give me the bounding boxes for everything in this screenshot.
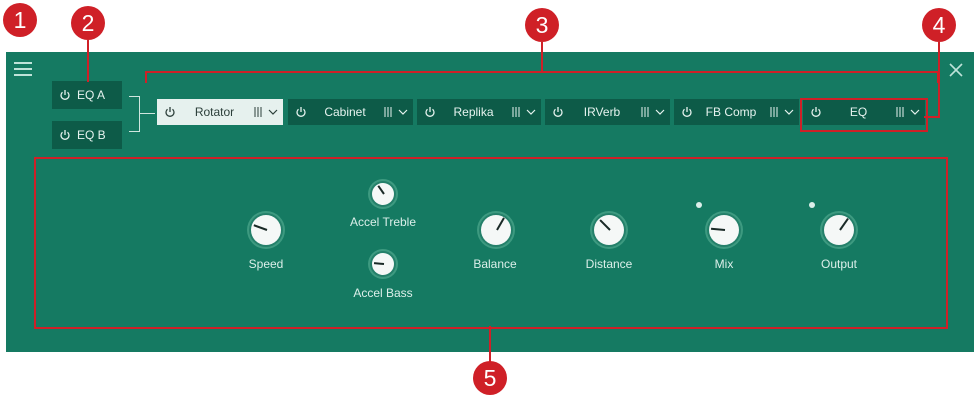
callout-5: 5 (473, 361, 507, 395)
callout-2-leader (87, 40, 89, 82)
accel-treble-knob[interactable] (372, 183, 394, 205)
callout-3-bracket-left (145, 71, 147, 83)
callout-4: 4 (922, 8, 956, 42)
output-mod-indicator[interactable] (809, 202, 815, 208)
close-icon[interactable] (946, 60, 966, 80)
grip-icon[interactable] (769, 106, 779, 118)
power-icon (811, 107, 821, 117)
fx-slot-label: EQ (849, 105, 868, 119)
power-icon (60, 130, 70, 140)
fx-slot-6[interactable]: EQ (803, 99, 925, 125)
grip-icon[interactable] (253, 106, 263, 118)
fx-slot-2[interactable]: Cabinet (288, 99, 413, 125)
grip-icon[interactable] (511, 106, 521, 118)
callout-3: 3 (525, 8, 559, 42)
mix-label: Mix (714, 257, 734, 271)
chevron-down-icon[interactable] (783, 106, 795, 118)
grip-icon[interactable] (383, 106, 393, 118)
callout-3-leader (541, 42, 543, 72)
accel-bass-knob[interactable] (372, 253, 394, 275)
chevron-down-icon[interactable] (525, 106, 537, 118)
accel-treble-label: Accel Treble (349, 215, 417, 229)
callout-1: 1 (3, 3, 37, 37)
grip-icon[interactable] (895, 106, 905, 118)
fx-slot-label: IRVerb (583, 105, 621, 119)
chevron-down-icon[interactable] (654, 106, 666, 118)
hamburger-icon[interactable] (14, 62, 32, 76)
power-icon (296, 107, 306, 117)
eq-b-label: EQ B (77, 128, 106, 142)
power-icon (553, 107, 563, 117)
output-label: Output (820, 257, 858, 271)
fx-slot-4[interactable]: IRVerb (545, 99, 670, 125)
callout-4-leader-h (924, 116, 940, 118)
speed-label: Speed (248, 257, 284, 271)
output-knob[interactable] (824, 215, 854, 245)
mix-mod-indicator[interactable] (696, 202, 702, 208)
power-icon (60, 90, 70, 100)
fx-slot-label: Rotator (194, 105, 235, 119)
speed-knob[interactable] (251, 215, 281, 245)
fx-slot-3[interactable]: Replika (417, 99, 541, 125)
power-icon (425, 107, 435, 117)
grip-icon[interactable] (640, 106, 650, 118)
fx-slot-label: Cabinet (324, 105, 366, 119)
mix-knob[interactable] (709, 215, 739, 245)
fx-slot-label: FB Comp (705, 105, 757, 119)
chevron-down-icon[interactable] (267, 106, 279, 118)
distance-label: Distance (585, 257, 633, 271)
accel-bass-label: Accel Bass (353, 286, 413, 300)
balance-label: Balance (473, 257, 517, 271)
callout-5-leader (489, 326, 491, 362)
eq-a-button[interactable]: EQ A (52, 81, 122, 109)
fx-slot-1[interactable]: Rotator (157, 99, 283, 125)
plugin-panel: EQ A EQ B Rotator Cabinet Replika IRVerb FB … (6, 52, 974, 352)
callout-4-leader (938, 42, 940, 118)
fx-slot-5[interactable]: FB Comp (674, 99, 799, 125)
fx-slot-label: Replika (453, 105, 494, 119)
routing-bracket (129, 96, 140, 132)
power-icon (682, 107, 692, 117)
eq-a-label: EQ A (77, 88, 106, 102)
callout-2: 2 (71, 6, 105, 40)
balance-knob[interactable] (481, 215, 511, 245)
distance-knob[interactable] (594, 215, 624, 245)
chevron-down-icon[interactable] (909, 106, 921, 118)
power-icon (165, 107, 175, 117)
eq-b-button[interactable]: EQ B (52, 121, 122, 149)
chevron-down-icon[interactable] (397, 106, 409, 118)
routing-line (139, 113, 155, 114)
callout-3-bracket-top (145, 71, 939, 73)
